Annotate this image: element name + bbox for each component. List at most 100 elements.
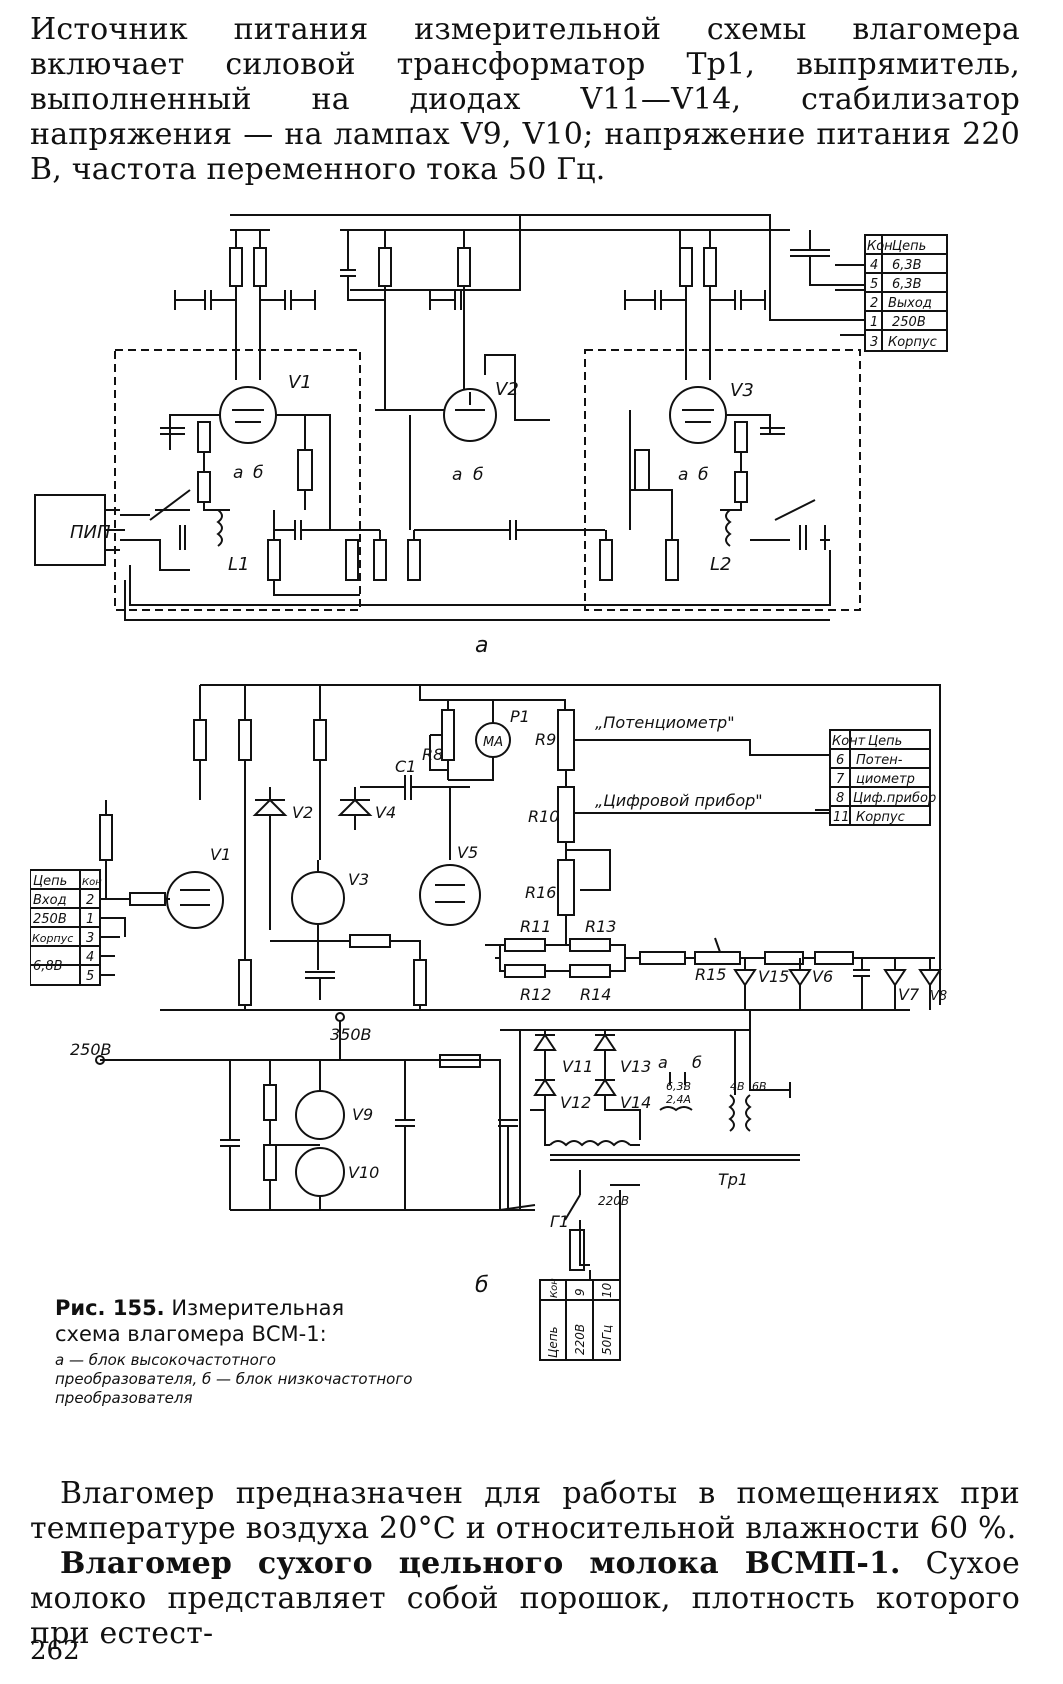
conn-b-r-r3k: 11 bbox=[833, 810, 850, 825]
figure-caption: Рис. 155. Измерительная схема влагомера … bbox=[55, 1295, 415, 1408]
r10-label: R10 bbox=[528, 807, 559, 826]
bottom-text: Влагомер предназначен для работы в помещ… bbox=[30, 1476, 1020, 1651]
conn-b-l-r4k: 5 bbox=[86, 969, 94, 984]
r9-label: R9 bbox=[535, 730, 556, 749]
r11-label: R11 bbox=[520, 917, 551, 936]
v9-label: V9 bbox=[352, 1105, 373, 1124]
r13-label: R13 bbox=[585, 917, 616, 936]
v12-label: V12 bbox=[560, 1093, 591, 1112]
v6-label: V6 bbox=[812, 967, 833, 986]
conn-a-r0v: 6,3В bbox=[892, 258, 922, 273]
v11-label: V11 bbox=[562, 1057, 593, 1076]
c1-label: C1 bbox=[395, 757, 416, 776]
conn-a-r1v: 6,3В bbox=[892, 277, 922, 292]
v8-label: V8 bbox=[930, 989, 947, 1004]
bottom-heading: Влагомер сухого цельного молока ВСМП-1. bbox=[60, 1546, 901, 1581]
connector-table-a bbox=[864, 234, 948, 352]
r15-label: R15 bbox=[695, 965, 726, 984]
conn-a-r4k: 3 bbox=[870, 335, 878, 350]
conn-b-l-r3v: 6,8В bbox=[33, 959, 63, 974]
caption-title: Рис. 155. Измерительная схема влагомера … bbox=[55, 1295, 415, 1347]
v2-label-a: V2 bbox=[495, 379, 519, 400]
page-number: 262 bbox=[30, 1636, 80, 1666]
sub-label-b: б bbox=[475, 1273, 489, 1298]
top-paragraph: Источник питания измерительной схемы вла… bbox=[30, 12, 1020, 187]
r12-label: R12 bbox=[520, 985, 551, 1004]
meter-unit: МА bbox=[483, 735, 503, 750]
l1-label: L1 bbox=[228, 554, 249, 575]
winding-a-voltage: 6,3В bbox=[666, 1080, 691, 1093]
v5-label-b: V5 bbox=[457, 843, 478, 862]
conn-a-r1k: 5 bbox=[870, 277, 878, 292]
conn-a-h0: Кон bbox=[867, 239, 893, 254]
v3-filament-b: б bbox=[698, 465, 708, 485]
terminal-250v bbox=[95, 1055, 105, 1065]
conn-b-l-r1v: 250В bbox=[33, 912, 67, 927]
transformer-label: Тр1 bbox=[718, 1170, 748, 1189]
conn-b-r-r2k: 8 bbox=[836, 791, 844, 806]
conn-b-r-r3v: Корпус bbox=[856, 810, 905, 825]
conn-b-l-r0k: 2 bbox=[86, 893, 94, 908]
conn-b-b-r1v: 50Гц bbox=[600, 1325, 614, 1355]
conn-b-l-r2v: Корпус bbox=[32, 932, 73, 945]
conn-b-r-r0k: 6 bbox=[836, 753, 844, 768]
conn-b-r-h0: Конт bbox=[832, 734, 866, 749]
v15-label: V15 bbox=[758, 967, 789, 986]
caption-legend: а — блок высокочастотного преобразовател… bbox=[55, 1351, 413, 1407]
voltage-350-label: 350В bbox=[330, 1025, 372, 1044]
winding-a-current: 2,4А bbox=[666, 1093, 691, 1106]
v2-filament-a: а bbox=[452, 465, 462, 485]
winding-a-label: а bbox=[658, 1053, 668, 1072]
block-b-circuit bbox=[99, 684, 942, 1280]
conn-b-l-r3k: 4 bbox=[86, 950, 94, 965]
sub-label-a: а bbox=[475, 633, 488, 658]
bottom-paragraph-2-wrap: Влагомер сухого цельного молока ВСМП-1. … bbox=[30, 1546, 1020, 1651]
conn-a-r3v: 250В bbox=[892, 315, 926, 330]
conn-a-r3k: 1 bbox=[870, 315, 878, 330]
v14-label: V14 bbox=[620, 1093, 651, 1112]
v10-label: V10 bbox=[348, 1163, 379, 1182]
conn-b-l-h1: Кон bbox=[82, 877, 102, 888]
conn-b-l-r1k: 1 bbox=[86, 912, 94, 927]
connector-table-b-right bbox=[829, 729, 931, 826]
winding-b-label: б bbox=[692, 1053, 702, 1072]
block-a-circuit bbox=[34, 214, 865, 621]
v2-filament-b: б bbox=[473, 465, 483, 485]
conn-b-l-r0v: Вход bbox=[33, 893, 67, 908]
v1-label-b: V1 bbox=[210, 845, 231, 864]
conn-b-r-r2v: Циф.прибор bbox=[853, 791, 936, 806]
conn-b-b-r1k: 10 bbox=[600, 1282, 614, 1298]
conn-b-b-r0k: 9 bbox=[573, 1288, 587, 1296]
v4-diode-label: V4 bbox=[375, 803, 396, 822]
winding-b-voltage2: 6В bbox=[752, 1080, 767, 1093]
v1-filament-a: а bbox=[233, 463, 243, 483]
conn-b-l-h0: Цепь bbox=[33, 874, 67, 889]
v3-label-b: V3 bbox=[348, 870, 369, 889]
v1-filament-b: б bbox=[253, 463, 263, 483]
conn-a-r2v: Выход bbox=[888, 296, 932, 311]
r16-label: R16 bbox=[525, 883, 556, 902]
v13-label: V13 bbox=[620, 1057, 651, 1076]
pip-label: ПИП bbox=[70, 522, 111, 543]
v3-label-a: V3 bbox=[730, 380, 754, 401]
conn-b-b-r0v: 220В bbox=[573, 1324, 587, 1355]
circuit-figure: ПИП V1 V2 V3 L1 L2 а б а б а б а Кон Цеп… bbox=[30, 214, 948, 1361]
conn-b-r-r1v: циометр bbox=[856, 772, 915, 787]
terminal-350v bbox=[335, 1012, 345, 1022]
v1-label-a: V1 bbox=[288, 372, 312, 393]
bottom-paragraph-1: Влагомер предназначен для работы в помещ… bbox=[30, 1476, 1020, 1546]
potentiometer-label: „Потенциометр" bbox=[595, 713, 735, 732]
fuse-label: Г1 bbox=[550, 1212, 569, 1231]
p1-label: P1 bbox=[510, 707, 530, 726]
digital-device-label: „Цифровой прибор" bbox=[595, 791, 763, 810]
conn-b-r-r0v: Потен- bbox=[856, 753, 903, 768]
l2-label: L2 bbox=[710, 554, 731, 575]
r8-label: R8 bbox=[422, 745, 443, 764]
winding-b-voltage: 4В bbox=[730, 1080, 745, 1093]
v3-filament-a: а bbox=[678, 465, 688, 485]
v2-diode-label: V2 bbox=[292, 803, 313, 822]
conn-b-r-h1: Цепь bbox=[868, 734, 902, 749]
connector-table-b-left bbox=[30, 869, 126, 986]
conn-b-b-h0: Цепь bbox=[546, 1326, 560, 1358]
conn-a-h1: Цепь bbox=[892, 239, 926, 254]
